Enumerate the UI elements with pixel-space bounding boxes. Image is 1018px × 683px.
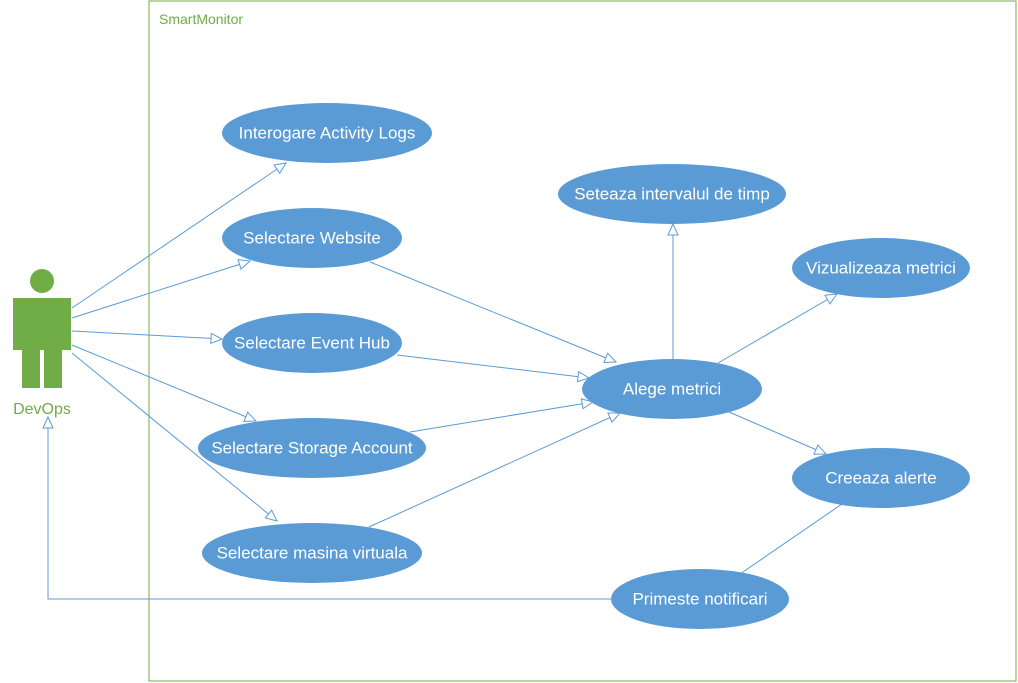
use-case-time-interval[interactable]: Seteaza intervalul de timp <box>558 164 786 224</box>
use-case-event-hub[interactable]: Selectare Event Hub <box>222 313 402 373</box>
edge-notifications-alerts <box>739 503 843 575</box>
person-icon <box>13 269 71 388</box>
edge-actor-activity-logs <box>71 162 288 309</box>
use-case-label: Selectare Website <box>243 229 381 248</box>
use-case-receive-notifications[interactable]: Primeste notificari <box>611 569 789 629</box>
actor-devops[interactable]: DevOps <box>13 269 71 418</box>
use-case-choose-metrics[interactable]: Alege metrici <box>582 359 762 419</box>
edge-actor-website <box>71 259 252 319</box>
use-case-virtual-machine[interactable]: Selectare masina virtuala <box>202 523 422 583</box>
use-case-activity-logs[interactable]: Interogare Activity Logs <box>222 103 432 163</box>
use-case-label: Seteaza intervalul de timp <box>574 185 770 204</box>
actor-label: DevOps <box>13 401 71 418</box>
use-case-label: Selectare Storage Account <box>211 439 413 458</box>
use-case-label: Selectare masina virtuala <box>217 544 408 563</box>
edge-eventhub-metrics <box>396 354 591 383</box>
edge-metrics-alerts <box>728 411 828 455</box>
edge-storage-metrics <box>409 398 595 433</box>
use-case-website[interactable]: Selectare Website <box>222 208 402 268</box>
use-case-label: Selectare Event Hub <box>234 334 390 353</box>
edge-vm-metrics <box>368 412 622 528</box>
connectors <box>42 162 843 600</box>
edge-notifications-actor <box>42 415 612 600</box>
use-case-view-metrics[interactable]: Vizualizeaza metrici <box>792 238 970 298</box>
edge-metrics-view <box>717 293 839 364</box>
use-case-label: Vizualizeaza metrici <box>806 259 956 278</box>
use-case-create-alerts[interactable]: Creeaza alerte <box>792 448 970 508</box>
edge-actor-event-hub <box>71 330 224 345</box>
edge-actor-vm <box>71 352 278 522</box>
system-title: SmartMonitor <box>159 11 243 27</box>
system-boundary <box>148 0 1017 682</box>
edge-website-metrics <box>369 261 618 364</box>
use-case-storage-account[interactable]: Selectare Storage Account <box>198 418 426 478</box>
use-case-label: Interogare Activity Logs <box>239 124 416 143</box>
edge-actor-storage <box>71 344 258 422</box>
use-case-label: Primeste notificari <box>632 590 767 609</box>
use-case-label: Alege metrici <box>623 380 721 399</box>
use-case-label: Creeaza alerte <box>825 469 937 488</box>
